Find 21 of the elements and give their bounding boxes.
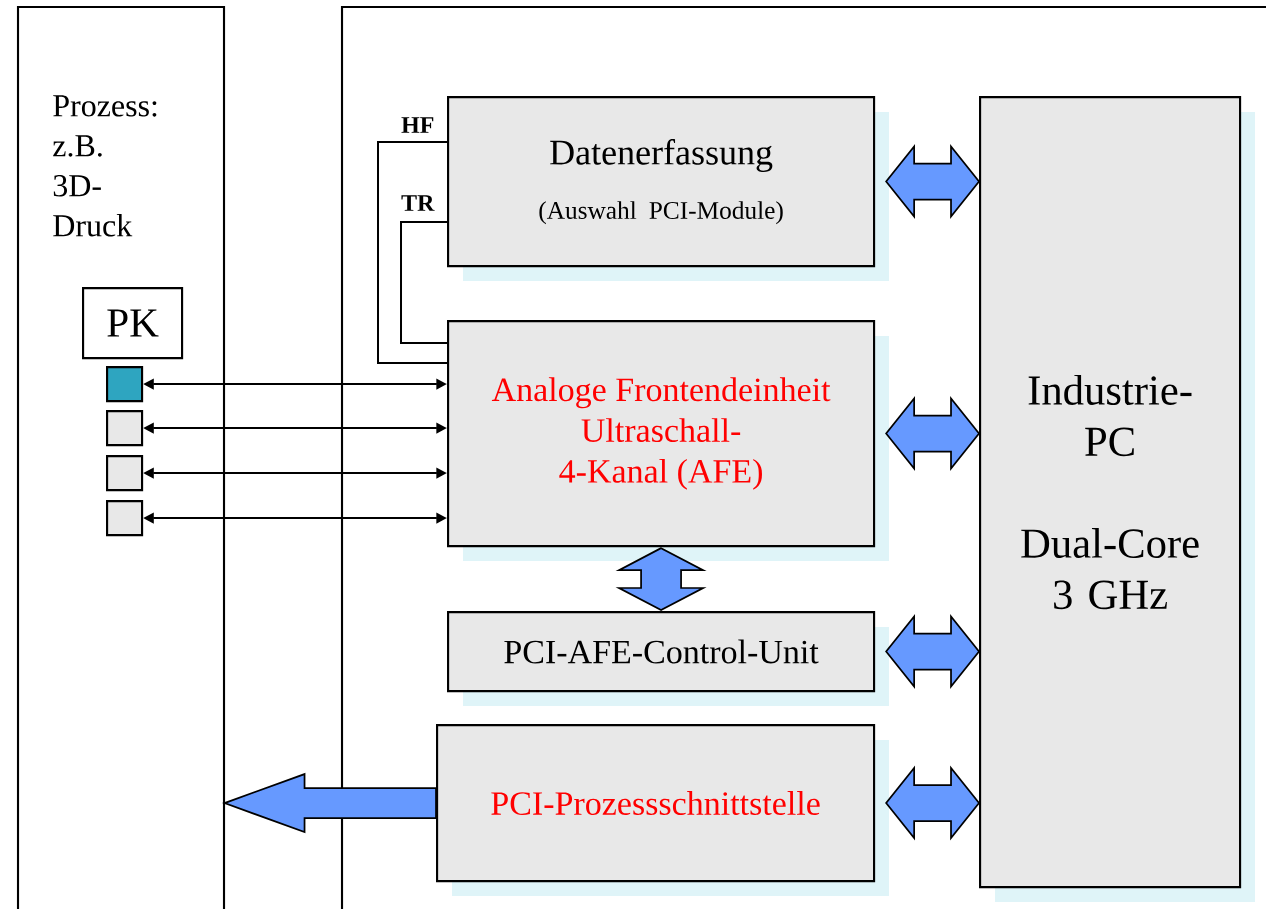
connector-square: [106, 455, 144, 492]
block-arrow: [222, 772, 437, 834]
block-arrow: [615, 547, 707, 611]
signal-line: [400, 221, 448, 344]
module-box: PCI-AFE-Control-Unit: [447, 611, 876, 693]
block-arrow: [885, 144, 981, 220]
module-box: Datenerfassung (Auswahl PCI-Module): [447, 96, 876, 268]
signal-line: [377, 141, 448, 364]
system-panel: [340, 5, 1266, 909]
block-arrow: [885, 396, 981, 472]
connector-square: [106, 410, 144, 447]
module-box: Industrie- PC Dual-Core 3 GHz: [979, 96, 1242, 889]
block-arrow: [885, 614, 981, 690]
connector-square: [106, 500, 144, 537]
block-arrow: [885, 765, 981, 841]
connector-square: [106, 366, 144, 403]
edge-label: TR: [401, 195, 435, 211]
label-box: PK: [82, 287, 184, 360]
module-box: Analoge Frontendeinheit Ultraschall- 4-Kanal (AFE): [447, 320, 876, 548]
edge-label: HF: [401, 117, 434, 133]
module-box: PCI-Prozessschnittstelle: [436, 724, 876, 883]
